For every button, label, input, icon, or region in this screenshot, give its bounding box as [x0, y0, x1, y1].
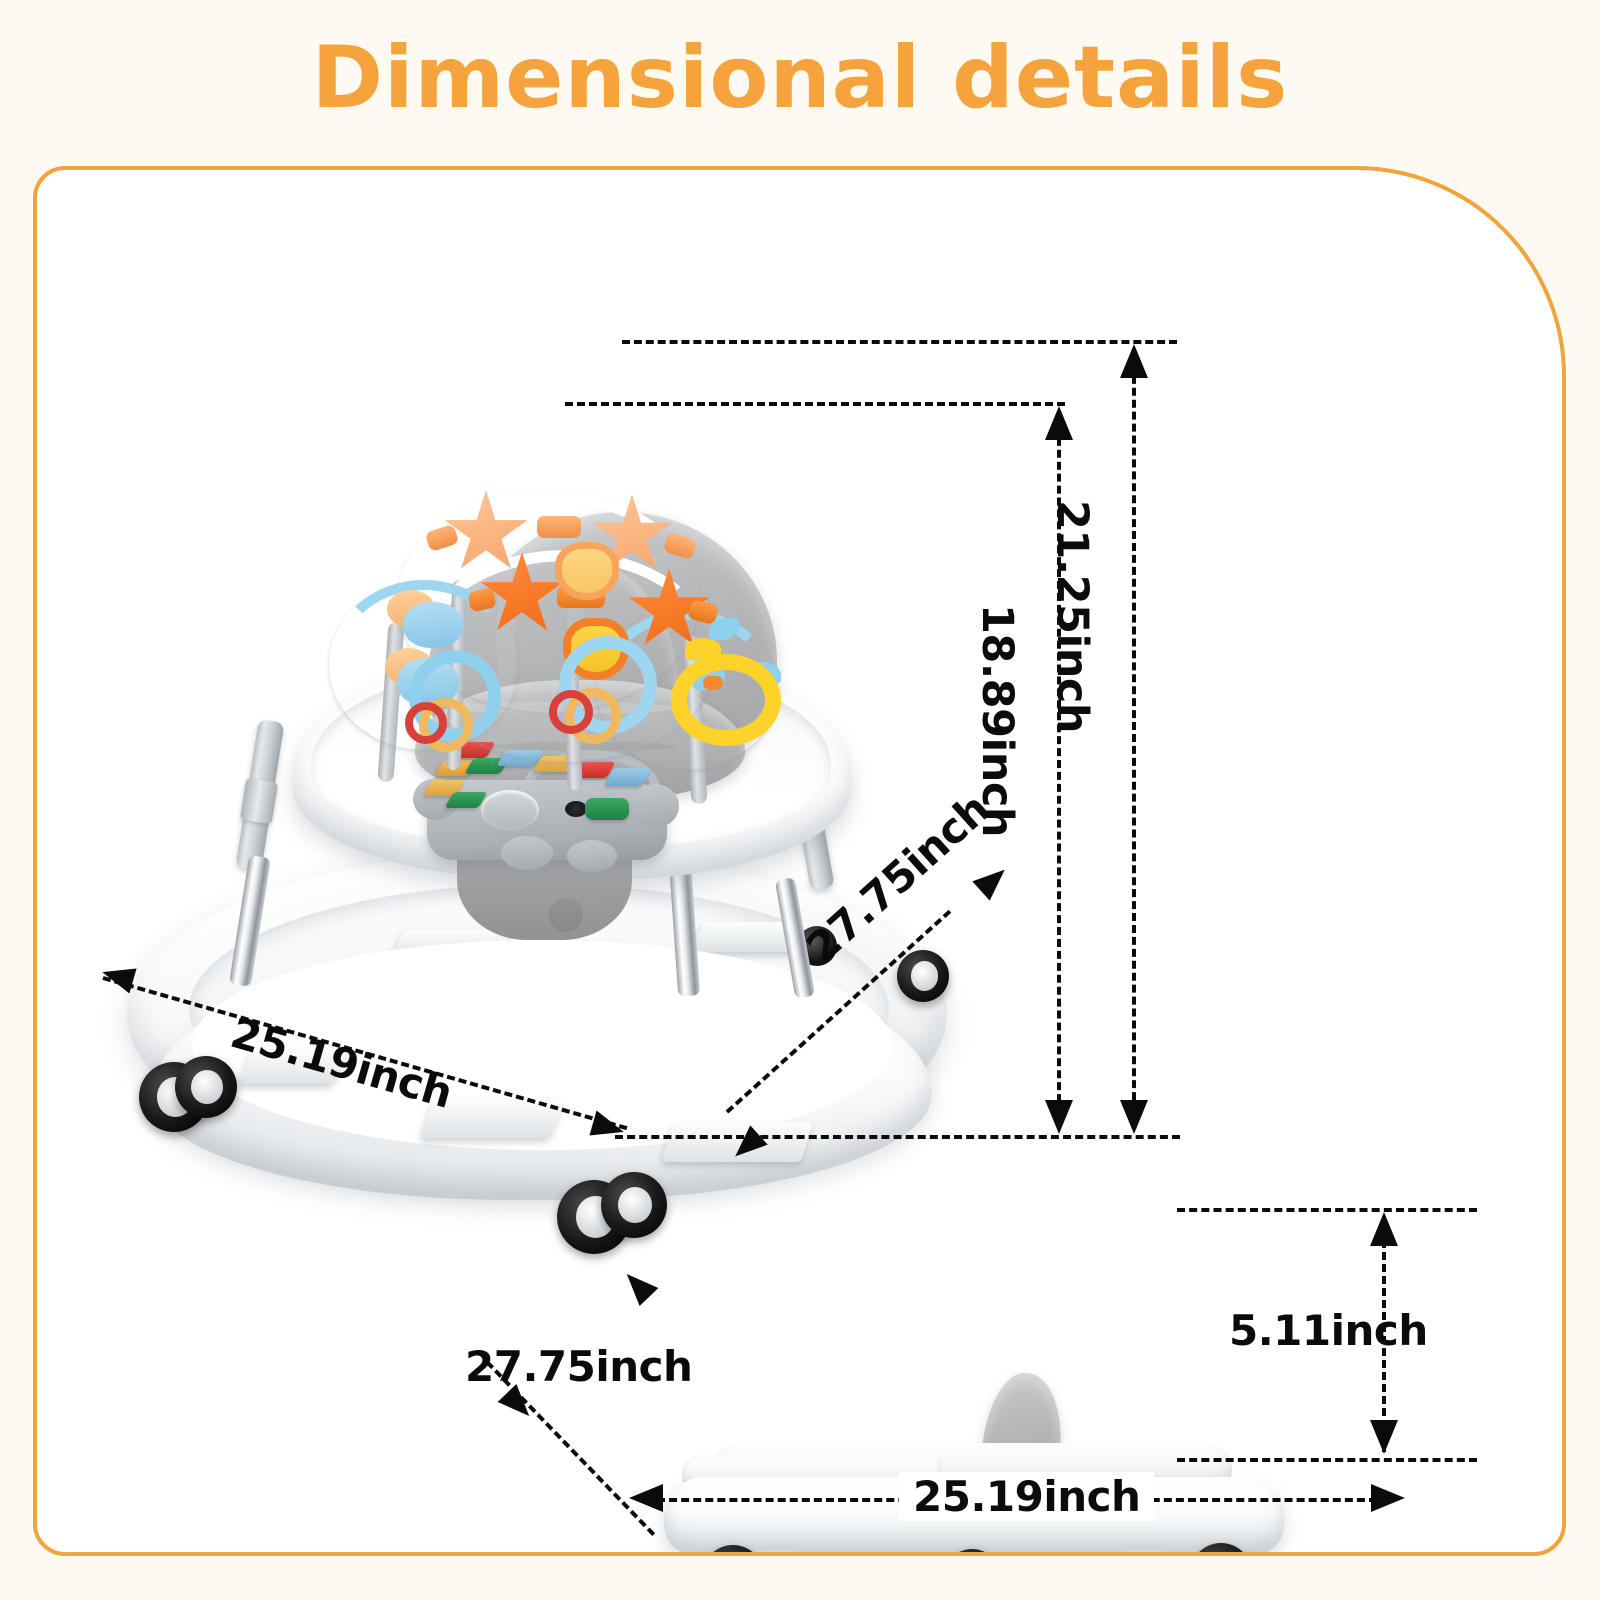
- dimension-label-folded-depth: 27.75inch: [465, 1342, 693, 1391]
- toy-bead: [537, 516, 581, 538]
- toy-ring-red: [549, 690, 593, 734]
- arrow-up-height-min: [1045, 406, 1073, 440]
- toy-ring-yellow: [671, 654, 781, 746]
- arrow-down-folded-height: [1370, 1420, 1398, 1454]
- walker-caster-wheel: [897, 950, 949, 1002]
- dimension-label-height-max: 21.25inch: [1047, 500, 1097, 733]
- arrow-down-height-max: [1120, 1100, 1148, 1134]
- toy-bead-orange: [703, 676, 723, 690]
- folded-caster-wheel: [944, 1549, 1000, 1552]
- extension-line-folded-bottom: [1177, 1458, 1477, 1462]
- arrow-right-folded-width: [1371, 1484, 1405, 1512]
- walker-key-green-round: [585, 798, 629, 820]
- extension-line-baseline: [615, 1135, 1180, 1139]
- toy-lion-peach: [555, 542, 619, 600]
- arrow-down-height-min: [1045, 1100, 1073, 1134]
- walker-caster-wheel: [601, 1172, 667, 1238]
- folded-caster-wheel: [1190, 1543, 1252, 1552]
- toy-arch-rail-blue: [329, 580, 519, 750]
- arrow-left-folded-width: [629, 1484, 663, 1512]
- folded-under-bracket: [942, 1553, 986, 1556]
- dimension-label-folded-width: 25.19inch: [899, 1472, 1155, 1521]
- extension-line-height-max-top: [622, 340, 1177, 344]
- toy-arch-rail-blue: [597, 610, 777, 770]
- walker-panel-dial: [481, 790, 539, 830]
- folded-foot-pad: [798, 1555, 926, 1556]
- extension-line-folded-top: [1177, 1208, 1477, 1212]
- arrow-up-height-max: [1120, 344, 1148, 378]
- folded-caster-wheel: [702, 1545, 764, 1552]
- toy-ring-red: [405, 702, 447, 744]
- walker-panel-speaker: [565, 801, 587, 817]
- toy-crown-yellow: [685, 638, 721, 660]
- dimension-line-height-max: [1132, 352, 1136, 1112]
- walker-folded-illustration: [612, 1355, 1372, 1556]
- walker-leg-clip: [239, 777, 279, 825]
- arrow-folded-depth-upper: [617, 1264, 659, 1307]
- dimension-line-folded-height: [1382, 1216, 1386, 1452]
- toy-bird-wing: [709, 618, 739, 640]
- folded-under-bracket: [1120, 1551, 1166, 1552]
- arrow-up-folded-height: [1370, 1212, 1398, 1246]
- dimension-line-height-min: [1057, 414, 1061, 1114]
- walker-panel-ear: [631, 784, 679, 828]
- toy-elephant-blue: [403, 602, 463, 648]
- dimension-label-folded-height: 5.11inch: [1229, 1306, 1428, 1355]
- walker-panel-ear: [567, 840, 617, 872]
- extension-line-height-min-top: [565, 402, 1065, 406]
- walker-caster-wheel: [175, 1056, 237, 1118]
- toy-arch-rail-top: [397, 490, 699, 712]
- folded-under-bracket: [752, 1551, 800, 1552]
- dimension-card: 21.25inch 18.89inch 27.75inch 25.19inch: [33, 166, 1566, 1556]
- walker-assembled-illustration: [97, 250, 1027, 1254]
- page-title: Dimensional details: [311, 28, 1289, 128]
- walker-panel-ear: [501, 836, 553, 870]
